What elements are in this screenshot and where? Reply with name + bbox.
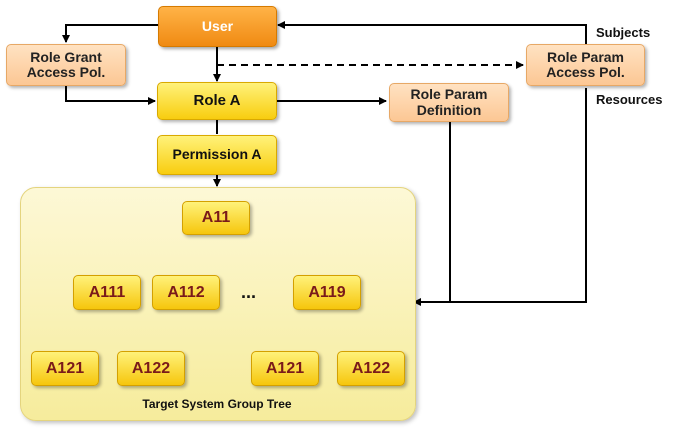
- a11-label: A11: [201, 209, 231, 227]
- tree-node-a11[interactable]: A11: [182, 201, 250, 235]
- a111-label: A111: [88, 283, 126, 301]
- subjects-label: Subjects: [596, 25, 651, 40]
- role-a-label: Role A: [193, 91, 241, 109]
- edge-rolegrant-rolea: [65, 85, 156, 105]
- tree-node-a122-left[interactable]: A122: [117, 351, 185, 386]
- role-param-definition-node[interactable]: Role Param Definition: [389, 83, 509, 122]
- tree-node-a122-right[interactable]: A122: [337, 351, 405, 386]
- role-param-def-label-line1: Role Param: [410, 86, 488, 103]
- tree-node-a111[interactable]: A111: [73, 275, 141, 310]
- user-label: User: [201, 17, 234, 34]
- a119-label: A119: [308, 283, 346, 301]
- role-param-def-label-line2: Definition: [416, 101, 482, 118]
- tree-caption: Target System Group Tree: [142, 397, 292, 411]
- role-a-node[interactable]: Role A: [157, 82, 277, 120]
- edge-user-rolegrant: [62, 24, 158, 43]
- role-grant-label-line1: Role Grant: [30, 48, 102, 65]
- tree-node-a121-left[interactable]: A121: [31, 351, 99, 386]
- a122-right-label: A122: [351, 359, 391, 377]
- tree-node-a112[interactable]: A112: [152, 275, 220, 310]
- tree-ellipsis: ...: [241, 282, 257, 302]
- role-param-access-label-line1: Role Param: [546, 48, 625, 65]
- role-grant-label-line2: Access Pol.: [26, 64, 106, 80]
- permission-a-label: Permission A: [172, 146, 262, 163]
- edge-roleparamaccess-user: [413, 88, 587, 306]
- a122-left-label: A122: [131, 359, 171, 377]
- permission-a-node[interactable]: Permission A: [157, 135, 277, 175]
- role-grant-access-pol-node[interactable]: Role Grant Access Pol.: [6, 44, 126, 86]
- a121-right-label: A121: [265, 359, 305, 377]
- tree-node-a121-right[interactable]: A121: [251, 351, 319, 386]
- resources-label: Resources: [596, 92, 663, 107]
- role-param-access-label-line2: Access Pol.: [546, 64, 625, 80]
- role-param-access-pol-node[interactable]: Role Param Access Pol.: [526, 44, 645, 86]
- edge-roleparamaccess-top: [277, 21, 587, 44]
- a112-label: A112: [167, 283, 205, 301]
- user-node[interactable]: User: [158, 6, 277, 47]
- tree-node-a119[interactable]: A119: [293, 275, 361, 310]
- a121-left-label: A121: [45, 359, 85, 377]
